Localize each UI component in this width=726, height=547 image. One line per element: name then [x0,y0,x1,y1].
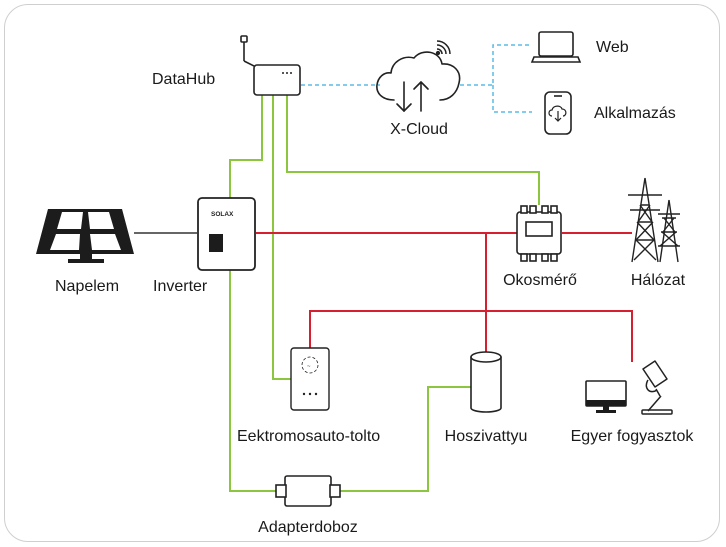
meter-label: Okosmérő [503,272,577,289]
solar-panel-icon [36,209,134,263]
wireless-lines [301,44,532,113]
comm-line-heat-pump [340,386,471,492]
inverter-icon: SOLAX [197,197,256,271]
comm-line-adapter [229,270,276,492]
adapter-box-icon [275,475,341,507]
inverter-label: Inverter [153,278,208,295]
web-label: Web [596,39,629,56]
grid-label: Hálózat [631,272,686,289]
antenna-icon [240,35,257,68]
smart-meter-icon [516,205,562,262]
ev-charger-icon: ~ [290,347,330,411]
comm-lines [229,95,540,492]
diagram-frame [4,4,720,542]
ev-charger-label: Eektromosauto-tolto [237,428,380,445]
phone-icon [544,91,572,135]
wireless-line-cloud-app [492,85,532,113]
datahub-box [253,64,301,96]
adapter-label: Adapterdoboz [258,519,358,536]
heat-pump-label: Hoszivattyu [445,428,528,445]
solar-label: Napelem [55,278,119,295]
datahub-device [240,35,301,96]
power-line-loads [309,310,633,362]
heat-pump-icon [470,351,502,413]
power-lines [256,232,633,362]
app-label: Alkalmazás [594,105,676,122]
lamp-icon [641,360,673,415]
laptop-icon [530,31,582,63]
comm-line-inverter [229,95,263,198]
xcloud-label: X-Cloud [390,121,448,138]
cloud-icon [376,51,461,112]
monitor-icon [585,380,627,413]
loads-label: Egyer fogyasztok [571,428,695,445]
wifi-icon [435,40,451,56]
wireless-line-cloud-web [460,44,532,86]
comm-line-meter [286,95,540,205]
comm-line-ev-charger [272,95,291,380]
datahub-label: DataHub [152,71,215,88]
svg-text:~: ~ [307,364,311,370]
inverter-brand: SOLAX [211,211,234,218]
pylon-icon [628,177,680,263]
